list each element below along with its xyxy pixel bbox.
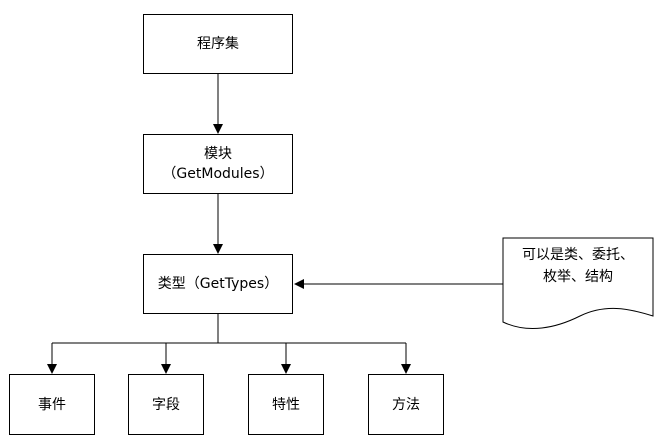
node-event: 事件 (9, 374, 95, 435)
node-assembly-label: 程序集 (197, 36, 239, 52)
note-shape (502, 237, 654, 330)
node-attribute-label: 特性 (272, 396, 300, 413)
node-type-label: 类型（GetTypes） (157, 276, 279, 292)
note-line-1: 可以是类、委托、 (522, 247, 634, 263)
node-attribute: 特性 (248, 374, 324, 435)
node-event-label: 事件 (38, 396, 66, 413)
note-text: 可以是类、委托、 枚举、结构 (503, 244, 653, 288)
node-module-sublabel: （GetModules） (162, 166, 274, 182)
node-module-label: 模块 (204, 146, 232, 162)
edge-type-children (47, 314, 411, 374)
node-field-label: 字段 (152, 396, 180, 413)
node-method: 方法 (368, 374, 444, 435)
node-method-label: 方法 (392, 396, 420, 413)
node-field: 字段 (128, 374, 204, 435)
node-module: 模块 （GetModules） (143, 134, 293, 194)
node-assembly: 程序集 (143, 14, 293, 74)
node-type: 类型（GetTypes） (143, 254, 293, 314)
note-line-2: 枚举、结构 (543, 269, 613, 285)
